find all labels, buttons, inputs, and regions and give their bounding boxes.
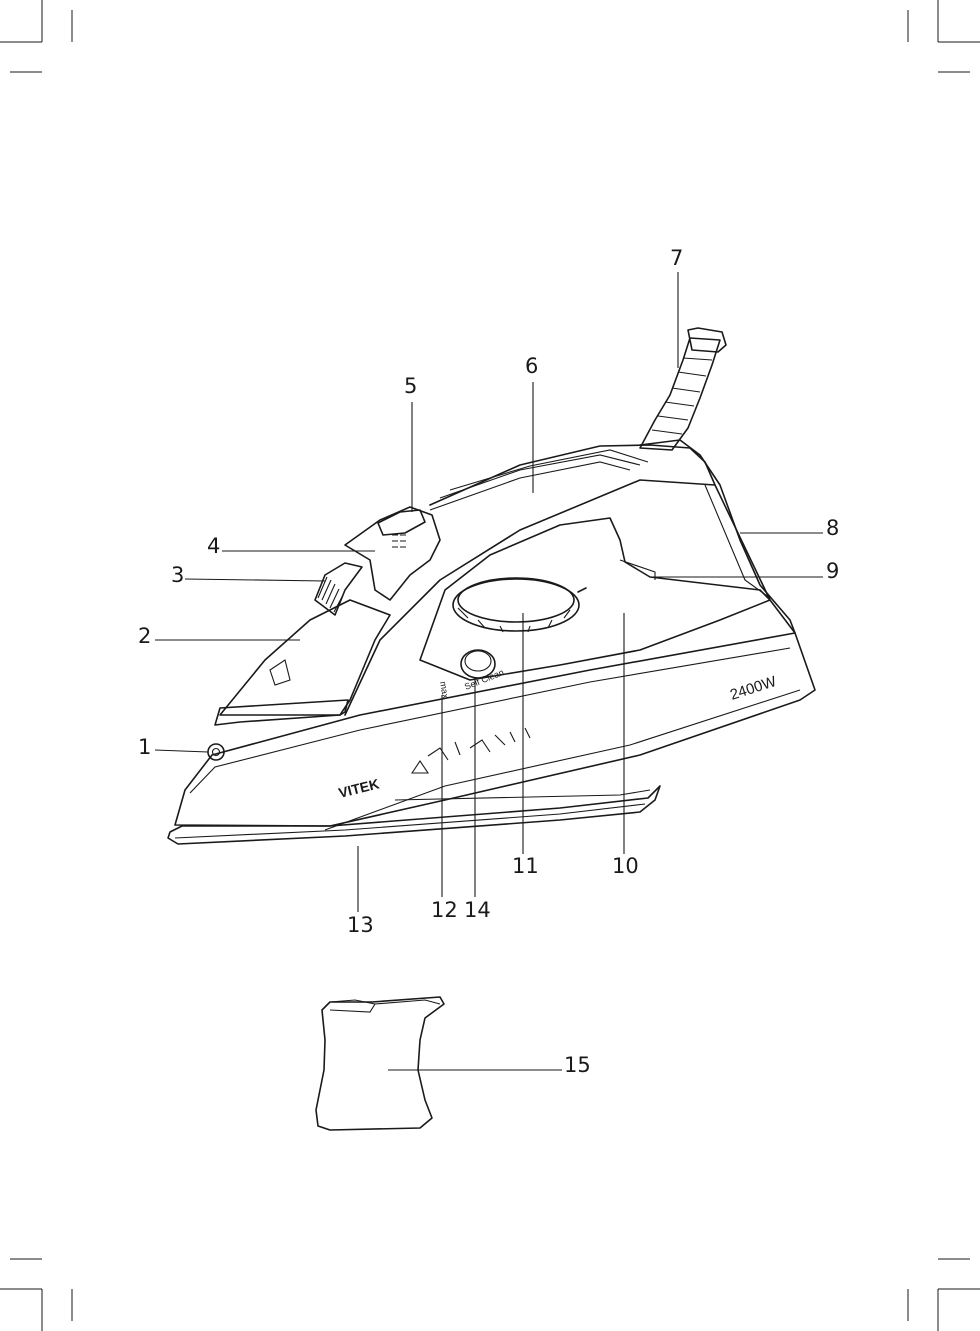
- callout-labels: 1 2 3 4 5 6 7 8 9 10 11 12 14 13 15: [138, 246, 839, 1077]
- iron-illustration: [167, 327, 816, 845]
- callout-label-7: 7: [670, 246, 683, 270]
- callout-label-4: 4: [207, 534, 220, 558]
- max-mark-text: max: [438, 681, 451, 700]
- callout-label-2: 2: [138, 624, 151, 648]
- callout-label-14: 14: [464, 898, 491, 922]
- leader-lines: [154, 272, 823, 1071]
- cord-sleeve: [639, 327, 727, 451]
- brand-logo-text: VITEK: [337, 775, 381, 801]
- callout-label-10: 10: [612, 854, 639, 878]
- callout-label-9: 9: [826, 559, 839, 583]
- callout-label-1: 1: [138, 735, 151, 759]
- product-text: VITEK 2400W Self Clean max: [337, 667, 779, 801]
- callout-label-8: 8: [826, 516, 839, 540]
- callout-label-11: 11: [512, 854, 539, 878]
- measuring-cup: [315, 996, 445, 1131]
- callout-label-5: 5: [404, 374, 417, 398]
- callout-label-13: 13: [347, 913, 374, 937]
- callout-label-15: 15: [564, 1053, 591, 1077]
- callout-label-3: 3: [171, 563, 184, 587]
- callout-label-12: 12: [431, 898, 458, 922]
- callout-label-6: 6: [525, 354, 538, 378]
